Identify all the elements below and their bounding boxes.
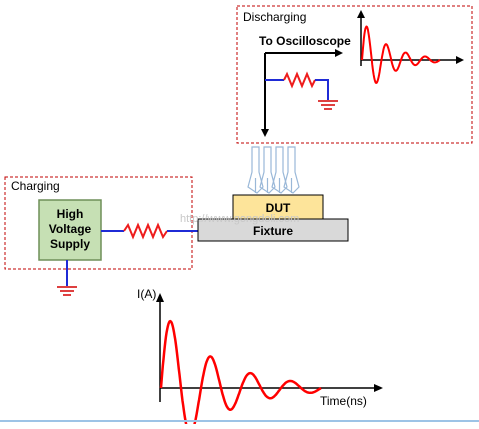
mini-waveform-line (361, 25, 441, 84)
discharge-resistor-icon (283, 71, 316, 89)
charging-panel: Charging High Voltage Supply (4, 176, 199, 270)
charge-resistor-icon (123, 222, 168, 240)
supply-label-line3: Supply (50, 237, 90, 251)
discharge-ground-icon (318, 100, 338, 110)
main-x-arrow-icon (374, 384, 383, 392)
current-waveform-line (159, 319, 322, 429)
x-axis-label: Time(ns) (320, 394, 367, 408)
dut-label: DUT (266, 201, 291, 215)
supply-label-line1: High (57, 207, 84, 221)
supply-ground-icon (57, 286, 77, 296)
mini-x-arrow-icon (456, 56, 464, 64)
y-axis-label: I(A) (137, 287, 156, 301)
discharging-title: Discharging (243, 10, 306, 24)
current-waveform-plot: I(A) Time(ns) (137, 287, 383, 429)
charging-title: Charging (11, 179, 60, 193)
probe-icon (283, 146, 300, 194)
charging-frame (4, 176, 193, 270)
fixture-label: Fixture (253, 224, 293, 238)
high-voltage-supply-box (38, 199, 102, 261)
probe-icon (259, 146, 276, 194)
mini-y-arrow-icon (357, 10, 365, 18)
arrow-down-icon (261, 129, 269, 137)
watermark-text: http://www.gongdoli.com (180, 213, 299, 225)
probe-icon (271, 146, 288, 194)
main-y-arrow-icon (156, 293, 164, 302)
supply-label-line2: Voltage (49, 222, 92, 236)
discharge-wire-right (315, 79, 329, 100)
probes (247, 146, 300, 194)
oscilloscope-label: To Oscilloscope (259, 34, 351, 48)
arrow-right-icon (335, 49, 343, 57)
probe-icon (247, 146, 264, 194)
discharging-frame (236, 5, 473, 144)
mini-waveform-plot (357, 10, 464, 84)
dut-box (232, 194, 324, 220)
discharging-panel: Discharging To Oscilloscope (236, 5, 473, 144)
fixture-box (197, 218, 349, 242)
